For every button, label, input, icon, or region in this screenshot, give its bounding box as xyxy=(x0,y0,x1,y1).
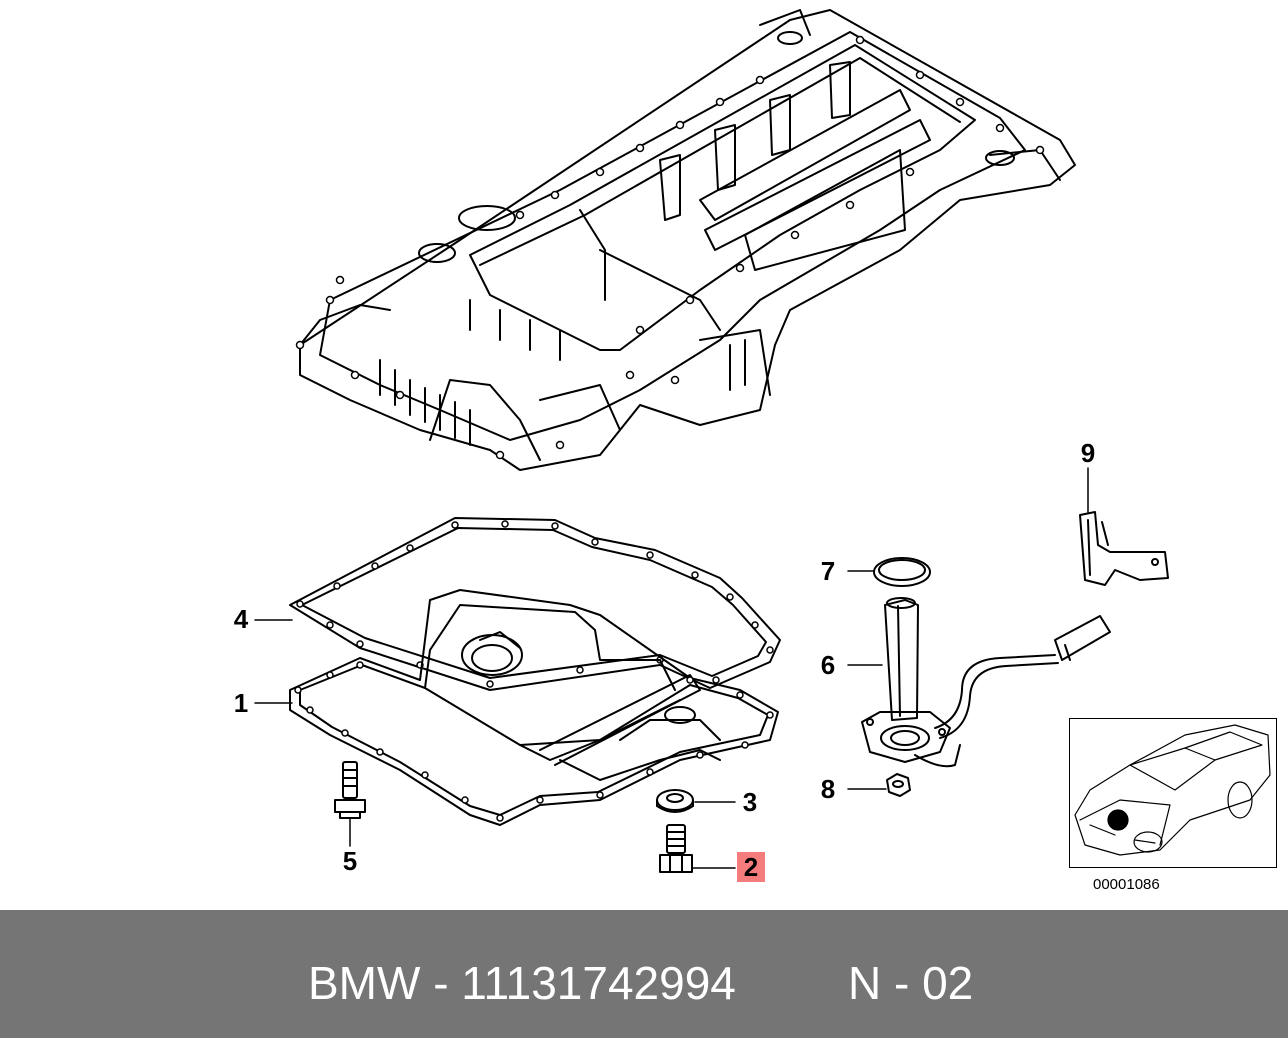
diagram-page-code: N - 02 xyxy=(848,957,974,1009)
part-number-label: BMW - 11131742994 xyxy=(308,957,736,1009)
upper-oil-pan-housing xyxy=(299,9,1076,471)
lower-oil-pan xyxy=(289,589,779,826)
upper-pan-bolt-holes xyxy=(295,35,1045,460)
vehicle-location-inset xyxy=(1074,724,1271,856)
callout-1: 1 xyxy=(233,688,249,718)
footer-banner: BMW - 11131742994 N - 02 xyxy=(0,910,1288,1038)
sealing-washer xyxy=(656,789,694,813)
callout-8: 8 xyxy=(820,774,836,804)
oil-pan-bolt xyxy=(334,761,366,819)
gasket-bolt-holes xyxy=(296,520,774,688)
callout-7: 7 xyxy=(820,556,836,586)
callout-6: 6 xyxy=(820,650,836,680)
callout-5: 5 xyxy=(342,846,358,876)
oil-level-sensor xyxy=(861,597,1111,768)
leader-lines xyxy=(254,467,1089,869)
callout-9: 9 xyxy=(1080,438,1096,468)
oil-pan-gasket xyxy=(289,517,781,691)
hex-nut xyxy=(886,773,911,797)
o-ring xyxy=(873,557,931,587)
oil-pan-bolt-holes xyxy=(294,661,774,822)
diagram-reference-code: 00001086 xyxy=(1093,876,1160,893)
inset-frame xyxy=(1069,718,1277,868)
callout-4: 4 xyxy=(233,604,249,634)
callout-2-highlighted: 2 xyxy=(737,852,765,882)
oil-drain-plug xyxy=(659,824,693,873)
callout-3: 3 xyxy=(742,787,758,817)
sensor-bracket xyxy=(1079,511,1169,586)
exploded-parts-diagram xyxy=(254,9,1271,873)
